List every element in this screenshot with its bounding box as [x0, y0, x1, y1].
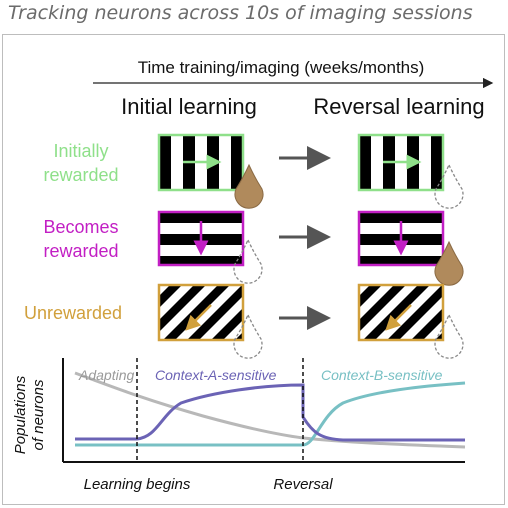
reward-drop-filled-icon: [434, 240, 464, 286]
reward-drop-filled-icon: [234, 163, 264, 209]
figure-panel: Time training/imaging (weeks/months) Ini…: [2, 34, 505, 505]
row-label-initially-rewarded-2: rewarded: [43, 165, 118, 185]
column-header-initial: Initial learning: [121, 94, 257, 119]
figure-svg: Time training/imaging (weeks/months) Ini…: [12, 58, 494, 493]
row-label-becomes-rewarded-2: rewarded: [43, 241, 118, 261]
row-label-becomes-rewarded-1: Becomes: [43, 217, 118, 237]
plot-ylabel-line2: of neurons: [30, 379, 47, 450]
series-label-adapting: Adapting: [78, 367, 134, 383]
row-label-initially-rewarded-1: Initially: [53, 141, 108, 161]
stimulus-initially-rewarded-reversal: [357, 133, 445, 192]
timeline-label: Time training/imaging (weeks/months): [138, 58, 425, 77]
motion-arrow-diagonal: [385, 304, 412, 331]
curve-context-b: [75, 381, 466, 447]
column-header-reversal: Reversal learning: [313, 94, 484, 119]
plot-ylabel-line1: Populations: [12, 375, 29, 454]
curve-adapting: [74, 371, 466, 449]
population-plot: Populations of neurons Adapting Context-…: [12, 358, 466, 493]
stimulus-becomes-rewarded-reversal: [357, 210, 445, 267]
curve-context-a: [75, 383, 465, 442]
event-label-learning: Learning begins: [84, 476, 191, 493]
motion-arrow-diagonal: [185, 304, 212, 331]
series-label-context-b: Context-B-sensitive: [321, 367, 443, 383]
stimulus-unrewarded-initial: [157, 283, 245, 342]
stimulus-becomes-rewarded-initial: [157, 210, 245, 267]
row-label-unrewarded: Unrewarded: [24, 303, 122, 323]
stimulus-unrewarded-reversal: [357, 283, 445, 342]
stimulus-initially-rewarded-initial: [157, 133, 245, 192]
event-label-reversal: Reversal: [273, 476, 333, 493]
page-title: Tracking neurons across 10s of imaging s…: [8, 2, 473, 24]
series-label-context-a: Context-A-sensitive: [155, 367, 277, 383]
